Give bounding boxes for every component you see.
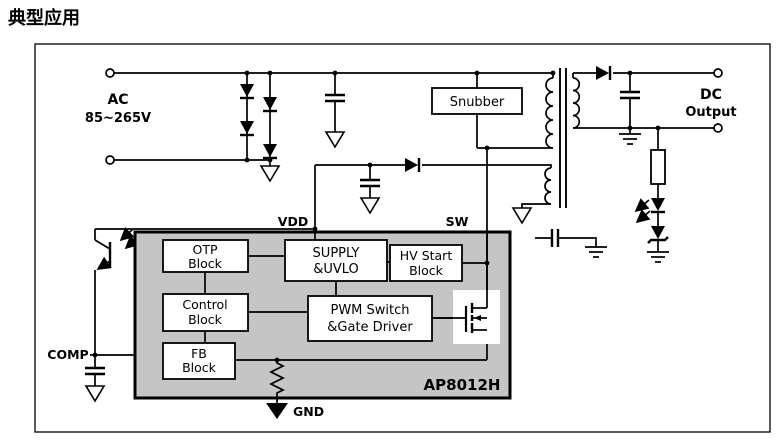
y-capacitor	[535, 229, 607, 258]
dc-terminal-top	[713, 68, 723, 78]
diode-icon	[240, 121, 254, 134]
light-in-arrow-icon	[119, 226, 135, 242]
block-hv-start: HV Start Block	[389, 244, 463, 282]
bulk-capacitor	[324, 70, 346, 149]
led-light-arrow-icon	[635, 209, 651, 224]
ground-chassis-icon	[259, 165, 281, 183]
ic-ap8012h: OTP Block SUPPLY &UVLO HV Start Block Co…	[133, 230, 512, 400]
diode-icon	[263, 97, 277, 110]
ac-voltage-label: 85~265V	[85, 111, 151, 126]
diode-icon	[240, 84, 254, 97]
diode-icon	[405, 158, 418, 172]
resistor-icon	[650, 149, 666, 185]
comp-pin-label: COMP	[47, 347, 88, 362]
aux-winding	[544, 167, 552, 205]
ground-chassis-icon	[511, 207, 533, 225]
ac-terminal-bottom	[105, 155, 115, 165]
snubber-box: Snubber	[431, 70, 523, 148]
page-title: 典型应用	[8, 7, 80, 29]
fb-block-label: FB	[191, 346, 207, 361]
block-pwm: PWM Switch &Gate Driver	[307, 295, 433, 342]
gnd-pin-label: GND	[293, 404, 324, 419]
optocoupler-transistor	[94, 226, 318, 355]
block-otp: OTP Block	[162, 239, 249, 273]
ground-solid-icon	[266, 403, 288, 419]
chip-name-label: AP8012H	[424, 376, 501, 394]
diode-icon	[596, 66, 609, 80]
led-icon	[651, 198, 665, 211]
ground-earth-icon	[585, 246, 607, 258]
control-block-label: Control	[182, 297, 227, 312]
output-feedback-chain	[634, 125, 669, 263]
ac-input-terminals: AC 85~265V	[85, 68, 553, 165]
primary-winding	[545, 77, 554, 149]
sw-pin-label: SW	[446, 214, 469, 229]
secondary-winding	[572, 77, 581, 129]
supply-block-label2: &UVLO	[313, 262, 359, 277]
pwm-block-label2: &Gate Driver	[327, 320, 413, 335]
ground-chassis-icon	[84, 385, 106, 403]
gnd-pin: GND	[266, 398, 324, 419]
ground-earth-icon	[647, 251, 669, 263]
control-block-label2: Block	[188, 312, 223, 327]
hv-start-block-label2: Block	[409, 263, 444, 278]
led-light-arrow-icon	[634, 198, 650, 213]
dc-label: DC	[700, 87, 722, 103]
block-supply-uvlo: SUPPLY &UVLO	[284, 239, 388, 282]
hv-start-block-label: HV Start	[400, 248, 453, 263]
dc-output-label: Output	[685, 105, 736, 120]
otp-block-label2: Block	[188, 256, 223, 271]
vdd-pin-label: VDD	[278, 214, 308, 229]
output-rectifier: DC Output	[573, 66, 737, 145]
snubber-label: Snubber	[450, 95, 505, 110]
transformer	[511, 68, 596, 225]
block-control: Control Block	[162, 293, 249, 332]
zener-icon	[651, 226, 665, 239]
dc-terminal-bottom	[713, 123, 723, 133]
diode-icon	[263, 144, 277, 157]
ac-terminal-top	[105, 68, 115, 78]
ground-earth-icon	[619, 133, 641, 145]
vdd-supply-circuit: VDD	[278, 158, 552, 232]
resistor-icon	[269, 360, 285, 398]
ac-label: AC	[107, 92, 128, 108]
otp-block-label: OTP	[192, 242, 217, 257]
fb-block-label2: Block	[182, 360, 217, 375]
sw-pin-wire: SW	[446, 145, 553, 232]
pwm-block-label: PWM Switch	[330, 303, 409, 318]
block-fb: FB Block	[162, 342, 236, 380]
ground-chassis-icon	[324, 131, 346, 149]
ground-chassis-icon	[359, 197, 381, 215]
supply-block-label: SUPPLY	[313, 246, 360, 261]
diagram-frame	[34, 43, 771, 433]
bridge-rectifier	[240, 70, 281, 183]
mosfet-icon	[432, 232, 500, 344]
